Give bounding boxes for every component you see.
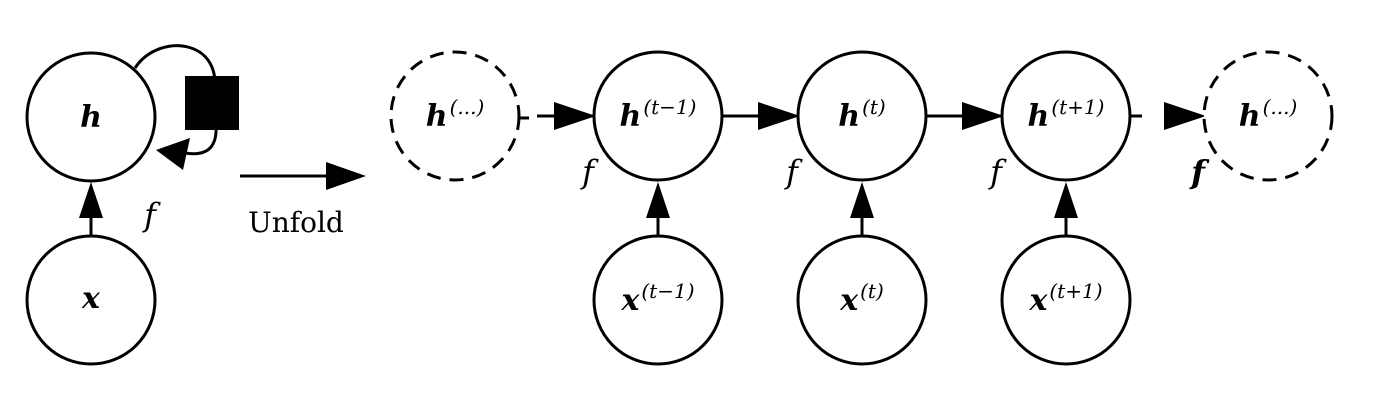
h-node-label-4-main: h (1239, 99, 1261, 134)
unfold-label: Unfold (248, 206, 344, 239)
unfold-arrow: Unfold (240, 162, 366, 239)
x-node-2 (1000, 234, 1132, 366)
f-label-2: f (988, 153, 1007, 191)
h-node-label-1-main: h (620, 99, 642, 134)
h-edge-arrowhead-3 (1164, 102, 1206, 130)
h-node-label-2: h(t) (838, 95, 885, 134)
x-node-1 (796, 234, 928, 366)
delay-square (185, 76, 239, 130)
h-node-label-0: h(...) (426, 95, 485, 134)
x-node-label-0-main: x (620, 283, 640, 318)
h-node-label-3-sup: (t+1) (1051, 95, 1104, 119)
folded-x-label: x (81, 281, 101, 316)
folded-h-label: h (80, 100, 102, 135)
h-node-label-3-main: h (1028, 99, 1050, 134)
x-node-label-2-main: x (1028, 283, 1048, 318)
folded-x-to-h-arrowhead (79, 182, 103, 218)
h-node-1 (592, 50, 724, 182)
h-edge-arrowhead-1 (758, 102, 800, 130)
h-node-4 (1202, 50, 1334, 182)
h-edge-arrowhead-0 (554, 102, 596, 130)
folded-h-node (25, 51, 157, 183)
x-node-label-1-sup: (t) (860, 279, 884, 303)
h-node-label-0-main: h (426, 99, 448, 134)
x-node-label-1: x(t) (839, 279, 884, 318)
h-node-label-4: h(...) (1239, 95, 1298, 134)
f-label-1: f (784, 153, 803, 191)
f-label-0: f (580, 153, 599, 191)
f-label-3: f (1189, 153, 1210, 191)
unfold-arrow-head (326, 162, 366, 190)
x-node-label-0: x(t−1) (620, 279, 694, 318)
x-node-0 (592, 234, 724, 366)
h-node-label-2-main: h (838, 99, 860, 134)
x-node-label-1-main: x (839, 283, 859, 318)
folded-f-label: f (142, 196, 161, 234)
x-node-label-0-sup: (t−1) (641, 279, 694, 303)
h-node-0 (389, 50, 521, 182)
h-node-label-1-sup: (t−1) (643, 95, 696, 119)
folded-graph: h x f (25, 44, 239, 366)
x-node-label-2: x(t+1) (1028, 279, 1102, 318)
h-node-label-0-sup: (...) (450, 95, 485, 119)
h-node-label-3: h(t+1) (1028, 95, 1105, 134)
h-node-label-2-sup: (t) (862, 95, 886, 119)
h-node-2 (796, 50, 928, 182)
x-to-h-arrowhead-2 (1054, 182, 1078, 218)
h-edge-arrowhead-2 (962, 102, 1004, 130)
x-to-h-arrowhead-1 (850, 182, 874, 218)
x-to-h-arrowhead-0 (646, 182, 670, 218)
h-node-label-4-sup: (...) (1263, 95, 1298, 119)
h-node-3 (1000, 50, 1132, 182)
x-node-label-2-sup: (t+1) (1049, 279, 1102, 303)
h-node-label-1: h(t−1) (620, 95, 697, 134)
self-loop-arrowhead (156, 138, 190, 170)
